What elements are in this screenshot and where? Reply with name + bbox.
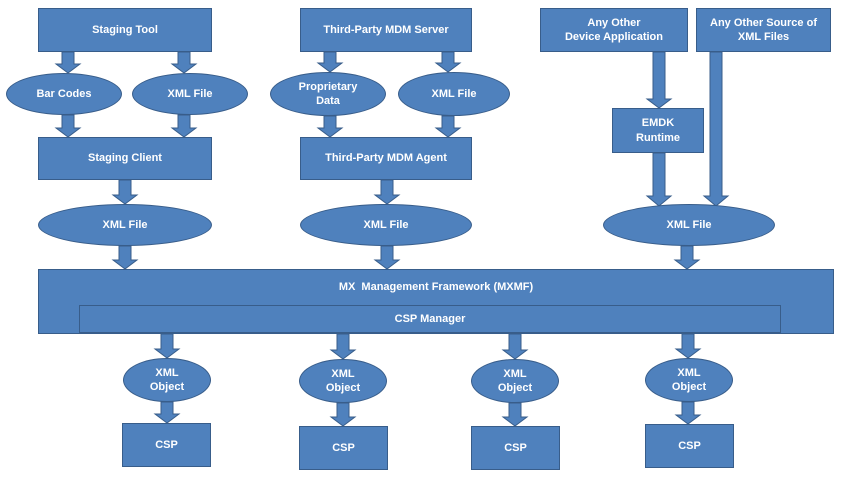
flow-arrow	[645, 152, 673, 207]
xml-object-ellipse: XML Object	[471, 359, 559, 403]
staging-tool-box: Staging Tool	[38, 8, 212, 52]
flow-arrow	[153, 333, 181, 359]
flow-arrow	[54, 114, 82, 138]
flow-arrow	[673, 245, 701, 270]
mdm-agent-box: Third-Party MDM Agent	[300, 137, 472, 180]
flow-arrow	[434, 51, 462, 73]
flow-arrow	[329, 333, 357, 360]
flow-arrow	[316, 115, 344, 138]
csp-box: CSP	[645, 424, 734, 468]
flow-arrow	[153, 401, 181, 424]
flow-arrow	[702, 51, 730, 207]
flow-arrow	[316, 51, 344, 73]
xml-file-ellipse-middle: XML File	[300, 204, 472, 246]
flow-arrow	[373, 245, 401, 270]
xml-file-input-ellipse-left: XML File	[132, 73, 248, 115]
xml-file-input-ellipse-right: XML File	[398, 72, 510, 116]
flow-arrow	[170, 51, 198, 74]
xml-file-ellipse-left: XML File	[38, 204, 212, 246]
csp-box: CSP	[299, 426, 388, 470]
flow-arrow	[674, 333, 702, 359]
flow-arrow	[674, 401, 702, 425]
proprietary-data-ellipse: Proprietary Data	[270, 72, 386, 116]
xml-object-ellipse: XML Object	[645, 358, 733, 402]
flow-arrow	[645, 51, 673, 109]
flow-arrow	[329, 402, 357, 427]
flow-arrow	[501, 333, 529, 360]
flow-arrow	[434, 115, 462, 138]
csp-box: CSP	[122, 423, 211, 467]
bar-codes-ellipse: Bar Codes	[6, 73, 122, 115]
xml-object-ellipse: XML Object	[123, 358, 211, 402]
flow-arrow	[54, 51, 82, 74]
flow-arrow	[501, 402, 529, 427]
flow-arrow	[111, 179, 139, 205]
mdm-server-box: Third-Party MDM Server	[300, 8, 472, 52]
csp-manager-bar: CSP Manager	[79, 305, 781, 333]
flow-arrow	[111, 245, 139, 270]
emdk-runtime-box: EMDK Runtime	[612, 108, 704, 153]
mx-framework-title: MX Management Framework (MXMF)	[338, 281, 534, 293]
other-xml-source-box: Any Other Source of XML Files	[696, 8, 831, 52]
xml-file-ellipse-right: XML File	[603, 204, 775, 246]
staging-client-box: Staging Client	[38, 137, 212, 180]
xml-object-ellipse: XML Object	[299, 359, 387, 403]
csp-box: CSP	[471, 426, 560, 470]
flow-arrow	[170, 114, 198, 138]
other-device-app-box: Any Other Device Application	[540, 8, 688, 52]
flow-arrow	[373, 179, 401, 205]
